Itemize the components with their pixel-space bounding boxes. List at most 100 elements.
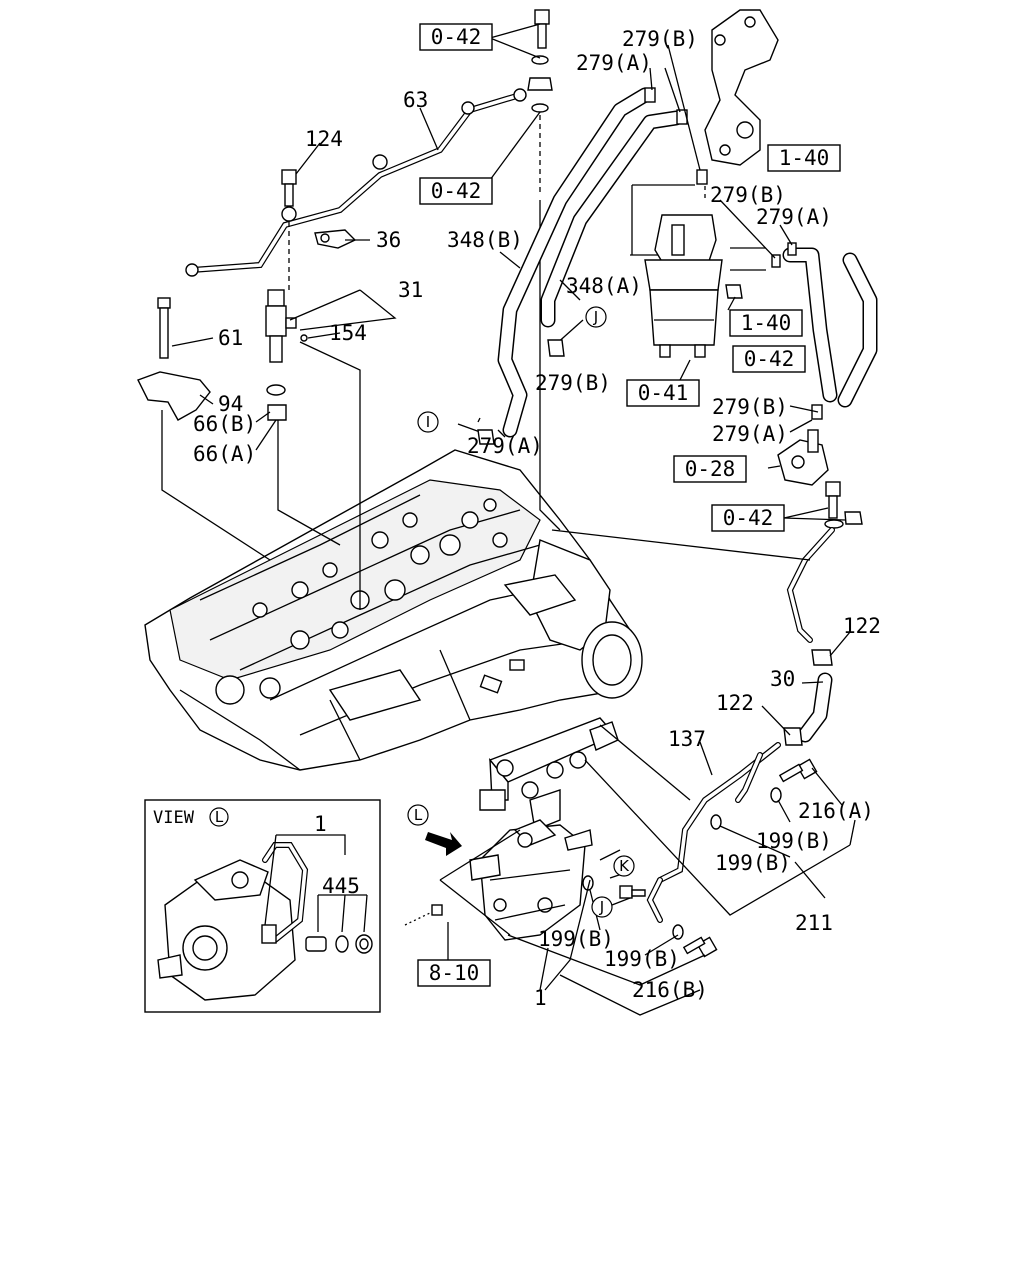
callout-199b-4: 199(B): [604, 947, 680, 971]
svg-text:0-41: 0-41: [638, 381, 689, 405]
clip-122-top: [811, 649, 833, 666]
callout-216a: 216(A): [798, 799, 874, 823]
view-l-arrow: [425, 832, 462, 856]
view-pump-drawing: [157, 842, 309, 1001]
clip-122-mid: [783, 727, 803, 746]
hose-348a: [540, 110, 684, 328]
callout-279a-low: 279(A): [712, 422, 788, 446]
circle-mark-l-arrow: L: [407, 804, 429, 826]
callout-216b: 216(B): [632, 978, 708, 1002]
return-hose-right: [782, 247, 878, 408]
bolt-124: [281, 169, 297, 290]
clip-279b-top: [644, 87, 656, 103]
filter-set-445: [305, 934, 373, 954]
svg-text:1-40: 1-40: [779, 146, 830, 170]
supply-pump: [469, 819, 593, 941]
ref-box-028[interactable]: 0-28: [673, 455, 747, 483]
callout-63: 63: [403, 88, 428, 112]
callout-154: 154: [329, 321, 367, 345]
hose-348b: [497, 87, 653, 438]
pipe-137: [646, 742, 781, 923]
callout-1-view: 1: [314, 812, 327, 836]
clamp-94: [137, 371, 211, 421]
assembly-lines-lower: [439, 529, 856, 1016]
ref-box-041[interactable]: 0-41: [626, 379, 700, 407]
callout-348a: 348(A): [566, 274, 642, 298]
svg-text:0-42: 0-42: [723, 506, 774, 530]
callout-279a-right: 279(A): [756, 205, 832, 229]
callout-199b-1: 199(B): [756, 829, 832, 853]
callout-279a-top: 279(A): [576, 51, 652, 75]
callout-31: 31: [398, 278, 423, 302]
injection-pipe-63: [185, 88, 527, 277]
callout-211: 211: [795, 911, 833, 935]
callout-279b-low: 279(B): [712, 395, 788, 419]
callout-122-mid: 122: [716, 691, 754, 715]
clip-279b-right: [771, 254, 781, 268]
ref-box-042-right[interactable]: 0-42: [732, 345, 806, 373]
eye-bolt-upper: [527, 9, 553, 195]
callout-279b-right: 279(B): [710, 183, 786, 207]
clip-j-upper: [547, 339, 565, 357]
svg-text:8-10: 8-10: [429, 961, 480, 985]
cylinder-head-drawing: [144, 449, 643, 771]
bolt-216b: [682, 936, 718, 958]
ref-box-042-low[interactable]: 0-42: [711, 504, 785, 532]
callout-30: 30: [770, 667, 795, 691]
circle-mark-i: I: [417, 411, 439, 433]
ref-box-810[interactable]: 8-10: [417, 959, 491, 987]
callout-124: 124: [305, 127, 343, 151]
nut-1-40: [725, 284, 743, 299]
circle-mark-k: K: [613, 855, 635, 877]
callout-61: 61: [218, 326, 243, 350]
callout-36: 36: [376, 228, 401, 252]
svg-text:0-42: 0-42: [744, 347, 795, 371]
callout-445: 445: [322, 874, 360, 898]
hose-30: [797, 672, 833, 743]
clip-i: [477, 429, 495, 445]
clamp-36: [314, 229, 357, 249]
callout-122-top: 122: [843, 614, 881, 638]
filter-bracket: [704, 9, 779, 200]
ref-box-140-low[interactable]: 1-40: [729, 309, 803, 337]
svg-text:K: K: [619, 857, 630, 875]
callout-66a: 66(A): [193, 442, 256, 466]
bolt-216a: [778, 758, 818, 783]
callout-66b: 66(B): [193, 412, 256, 436]
injector-31: [265, 289, 308, 421]
svg-text:1-40: 1-40: [741, 311, 792, 335]
svg-text:J: J: [599, 898, 604, 916]
svg-text:0-42: 0-42: [431, 179, 482, 203]
callout-1-pump: 1: [534, 986, 547, 1010]
view-l-mark: L: [209, 807, 229, 827]
ref-box-042-top[interactable]: 0-42: [419, 23, 493, 51]
view-leader-lines: [264, 834, 368, 933]
callout-279a-mid: 279(A): [467, 434, 543, 458]
clip-279a-right: [787, 242, 797, 256]
callout-199b-3: 199(B): [538, 927, 614, 951]
callout-279b-top: 279(B): [622, 27, 698, 51]
ref-box-042-mid[interactable]: 0-42: [419, 177, 493, 205]
fuel-filter-assembly: [630, 184, 766, 358]
svg-text:0-42: 0-42: [431, 25, 482, 49]
svg-text:J: J: [593, 308, 598, 326]
washer-199b-1: [770, 787, 782, 803]
callout-137: 137: [668, 727, 706, 751]
svg-text:0-28: 0-28: [685, 457, 736, 481]
callout-94: 94: [218, 392, 243, 416]
circle-mark-j-lower: J: [591, 896, 613, 918]
circle-mark-j-upper: J: [585, 306, 607, 328]
eye-bolt-right: [824, 481, 863, 529]
svg-text:L: L: [414, 806, 423, 824]
stud-61: [157, 297, 171, 359]
common-rail: [479, 717, 619, 831]
assembly-lines-left: [161, 200, 561, 610]
banjo-bolt-j: [619, 885, 646, 899]
callout-199b-2: 199(B): [715, 851, 791, 875]
ref-box-140-top[interactable]: 1-40: [767, 144, 841, 172]
callout-348b: 348(B): [447, 228, 523, 252]
callout-279b-mid: 279(B): [535, 371, 611, 395]
clip-upper-filter: [696, 169, 708, 185]
sensor-pin: [404, 904, 443, 926]
